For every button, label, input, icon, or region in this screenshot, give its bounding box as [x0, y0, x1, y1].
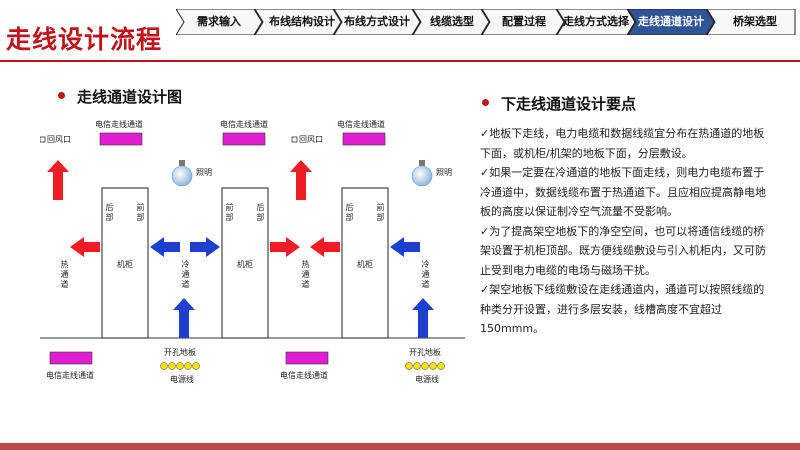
- lighting-label: 照明: [436, 168, 452, 177]
- telecom-tray-label: 电信走线通道: [280, 371, 328, 380]
- cold-air-left-arrow: [150, 237, 180, 257]
- cold-aisle-label: 冷通道: [181, 260, 190, 289]
- step-routing-method-selection[interactable]: 走线方式选择: [563, 15, 629, 28]
- step-tray-selection[interactable]: 桥架选型: [733, 15, 777, 28]
- front-label: 前部: [136, 203, 145, 222]
- step-shape-7: [627, 9, 715, 35]
- hot-aisle-label: 热通道: [60, 260, 69, 289]
- step-requirements-input[interactable]: 需求输入: [197, 15, 241, 28]
- telecom-tray-top-2: [222, 132, 266, 146]
- telecom-tray-top-1: [99, 132, 143, 146]
- step-shape-2: [254, 9, 342, 35]
- cold-air-up-arrow: [173, 298, 195, 338]
- step-cabling-method-design[interactable]: 布线方式设计: [344, 15, 410, 28]
- step-cabling-structure-design[interactable]: 布线结构设计: [269, 15, 335, 28]
- rear-label: 后部: [345, 203, 354, 222]
- vent-icon: [291, 136, 298, 143]
- cold-aisle-label: 冷通道: [421, 260, 430, 289]
- process-nav-shapes: [176, 9, 796, 35]
- front-label: 前部: [376, 203, 385, 222]
- step-shape-5: [481, 9, 565, 35]
- power-cable-dots-2: [405, 362, 445, 370]
- perforated-floor-label: 开孔地板: [409, 348, 441, 357]
- hot-air-up-arrow: [47, 160, 69, 200]
- telecom-tray-label: 电信走线通道: [46, 371, 94, 380]
- light-bulb-icon: [411, 160, 433, 187]
- notes-heading: 下走线通道设计要点: [482, 93, 636, 114]
- telecom-tray-bottom-2: [285, 351, 329, 365]
- step-cable-selection[interactable]: 线缆选型: [430, 15, 474, 28]
- cabinet-label: 机柜: [117, 260, 133, 269]
- step-shape-6: [556, 9, 636, 35]
- hot-aisle-label: 热通道: [301, 260, 310, 289]
- diagram-heading: 走线通道设计图: [58, 86, 182, 107]
- power-cable-dots-1: [160, 362, 200, 370]
- rear-label: 后部: [105, 203, 114, 222]
- telecom-tray-label: 电信走线通道: [220, 120, 268, 129]
- cabinet-2: [221, 187, 269, 339]
- note-item-2: ✓如果一定要在冷通道的地板下面走线，则电力电缆布置于冷通道中，数据线缆布置于热通…: [480, 166, 766, 218]
- step-shape-4: [412, 9, 490, 35]
- hot-air-right-arrow: [270, 237, 300, 257]
- vent-icon: [40, 136, 46, 143]
- bullet-icon: [482, 99, 489, 106]
- telecom-tray-bottom-1: [49, 351, 93, 365]
- return-vent-label: 回风口: [299, 135, 323, 144]
- front-label: 前部: [225, 203, 234, 222]
- step-routing-channel-design[interactable]: 走线通道设计: [638, 15, 704, 28]
- aisle-diagram: 电信走线通道 电信走线通道 电信走线通道 回风口 回风口 照明 照明 后部 前部…: [40, 110, 470, 400]
- step-shape-8: [706, 9, 796, 35]
- cabinet-1: [101, 187, 149, 339]
- diagram-heading-text: 走线通道设计图: [77, 88, 183, 106]
- cabinet-label: 机柜: [237, 260, 253, 269]
- lighting-label: 照明: [196, 168, 212, 177]
- telecom-tray-label: 电信走线通道: [95, 120, 143, 129]
- perforated-floor-label: 开孔地板: [164, 348, 196, 357]
- power-cable-label: 电源线: [170, 375, 194, 384]
- page-title: 走线设计流程: [6, 25, 163, 54]
- return-vent-label: 回风口: [47, 135, 71, 144]
- rear-label: 后部: [256, 203, 265, 222]
- step-shape-1: [176, 9, 263, 35]
- design-notes: ✓地板下走线，电力电缆和数据线缆宜分布在热通道的地板下面，或机柜/机架的地板下面…: [480, 124, 770, 339]
- cold-air-left-arrow: [390, 237, 420, 257]
- telecom-tray-label: 电信走线通道: [337, 120, 385, 129]
- notes-heading-text: 下走线通道设计要点: [501, 95, 637, 113]
- hot-air-up-arrow: [290, 160, 312, 200]
- cold-air-up-arrow: [412, 298, 434, 338]
- cabinet-3: [341, 187, 389, 339]
- step-configuration-process[interactable]: 配置过程: [502, 15, 546, 28]
- power-cable-label: 电源线: [415, 375, 439, 384]
- cabinet-label: 机柜: [357, 260, 373, 269]
- bullet-icon: [58, 92, 65, 99]
- hot-air-left-arrow: [310, 237, 340, 257]
- title-divider: [0, 60, 800, 62]
- hot-air-left-arrow: [70, 237, 100, 257]
- note-item-4: ✓架空地板下线缆敷设在走线通道内，通道可以按照线缆的种类分开设置，进行多层安装，…: [480, 283, 765, 335]
- cold-air-right-arrow: [190, 237, 220, 257]
- step-shape-3: [333, 9, 421, 35]
- light-bulb-icon: [171, 160, 193, 187]
- note-item-1: ✓地板下走线，电力电缆和数据线缆宜分布在热通道的地板下面，或机柜/机架的地板下面…: [480, 127, 765, 160]
- note-item-3: ✓为了提高架空地板下的净空空间，也可以将通信线缆的桥架设置于机柜顶部。既方便线缆…: [480, 224, 766, 277]
- process-nav: 需求输入 布线结构设计 布线方式设计 线缆选型 配置过程 走线方式选择 走线通道…: [176, 9, 796, 35]
- telecom-tray-top-3: [342, 132, 386, 146]
- footer-bar: [0, 443, 800, 450]
- aisle-diagram-graphics: [40, 132, 465, 370]
